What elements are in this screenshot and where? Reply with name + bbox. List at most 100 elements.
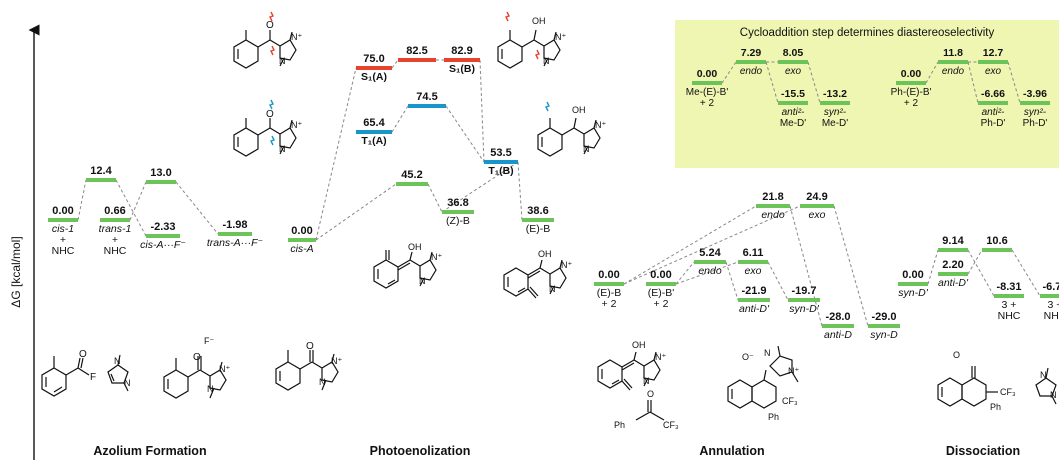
level-label: endo — [761, 209, 785, 221]
level-label: anti-D — [824, 329, 852, 341]
energy-value: 5.24 — [699, 247, 721, 259]
radical-arrow-icon — [269, 11, 274, 22]
radical-arrow-icon — [535, 49, 540, 60]
atom-label: Ph — [768, 412, 779, 422]
energy-level-bar — [396, 182, 428, 186]
energy-level-bar — [100, 218, 130, 222]
level-label: exo — [985, 66, 1002, 77]
atom-label: N — [207, 384, 214, 394]
atom-label: O — [266, 20, 274, 31]
connector-line — [77, 179, 87, 221]
level-label: NHC — [52, 245, 75, 257]
energy-level-bar — [692, 81, 722, 85]
structure-nhc-free — [1035, 367, 1057, 405]
energy-value: 0.00 — [902, 269, 923, 281]
energy-value: 9.14 — [942, 235, 964, 247]
atom-label: N⁺ — [431, 252, 442, 262]
atom-label: OH — [532, 16, 546, 26]
level-label: Ph-D' — [1023, 118, 1048, 129]
section-annulation: Annulation — [699, 444, 764, 458]
connector-line — [517, 161, 523, 221]
connector-line — [833, 205, 869, 327]
energy-level-bar — [994, 294, 1024, 298]
connector-line — [765, 61, 779, 104]
level-label: endo — [740, 66, 763, 77]
energy-value: 0.00 — [650, 269, 671, 281]
energy-level-bar — [442, 210, 474, 214]
level-label: cis-1 — [52, 223, 74, 235]
connector-line — [967, 249, 983, 275]
connector-line — [623, 205, 757, 285]
level-label: + — [112, 234, 118, 246]
radical-arrow-icon — [270, 135, 275, 146]
atom-label: CF₃ — [782, 396, 798, 406]
energy-value: 8.05 — [783, 47, 804, 59]
atom-label: N — [583, 144, 590, 154]
atom-label: O — [647, 389, 654, 399]
energy-value: 38.6 — [527, 205, 548, 217]
atom-label: N⁺ — [291, 120, 302, 130]
atom-label: N — [764, 348, 771, 358]
radical-arrow-icon — [270, 45, 275, 56]
energy-value: 0.66 — [104, 205, 125, 217]
level-label: syn-D' — [898, 287, 928, 299]
connector-line — [441, 161, 519, 213]
connector-line — [721, 61, 737, 84]
energy-value: 0.00 — [697, 68, 718, 80]
connector-line — [315, 67, 357, 241]
level-label: 3 + — [1048, 299, 1059, 311]
energy-value: 13.0 — [150, 167, 171, 179]
energy-level-bar — [978, 60, 1008, 64]
level-label: NHC — [998, 310, 1021, 322]
level-label: S₁(A) — [361, 71, 387, 83]
energy-value: 82.5 — [406, 45, 427, 57]
level-label: endo — [942, 66, 965, 77]
level-label: anti²- — [782, 107, 805, 118]
energy-level-bar — [738, 260, 768, 264]
level-label: cis-A···F⁻ — [140, 239, 186, 251]
atom-label: N — [319, 377, 326, 387]
y-axis-label: ΔG [kcal/mol] — [9, 236, 23, 307]
energy-level-bar — [398, 58, 436, 62]
level-label: exo — [745, 265, 762, 277]
level-label: endo — [698, 265, 722, 277]
level-label: Me-D' — [822, 118, 848, 129]
level-label: anti-D' — [938, 277, 969, 289]
energy-level-bar — [778, 101, 808, 105]
energy-value: 2.20 — [942, 259, 963, 271]
atom-label: N⁺ — [595, 120, 606, 130]
structure-acylfluoride — [41, 356, 90, 397]
energy-value: 75.0 — [363, 53, 384, 65]
energy-level-bar — [356, 130, 392, 134]
energy-value: -2.33 — [150, 221, 175, 233]
connector-line — [479, 59, 485, 163]
energy-value: 24.9 — [806, 191, 827, 203]
structure-t1b-biradical — [537, 117, 601, 157]
energy-value: 7.29 — [741, 47, 762, 59]
energy-value: 12.7 — [983, 47, 1004, 59]
connector-line — [767, 261, 789, 301]
level-label: Me-D' — [780, 118, 806, 129]
connector-line — [927, 249, 939, 285]
structure-s1b-biradical — [497, 29, 561, 69]
inset-title: Cycloaddition step determines diastereos… — [740, 27, 995, 39]
energy-level-bar — [484, 160, 518, 164]
energy-value: 45.2 — [401, 169, 422, 181]
connector-line — [1007, 61, 1021, 104]
connector-line — [427, 183, 443, 213]
level-label: (E)-B — [526, 223, 551, 235]
energy-level-bar — [822, 324, 854, 328]
energy-level-bar — [356, 66, 392, 70]
energy-value: 74.5 — [416, 91, 437, 103]
atom-label: O — [193, 352, 201, 363]
atom-label: N⁺ — [655, 352, 666, 362]
energy-value: -21.9 — [741, 285, 766, 297]
energy-level-bar — [146, 234, 180, 238]
energy-level-bar — [978, 101, 1008, 105]
level-label: (Z)-B — [446, 215, 470, 227]
energy-level-bar — [778, 60, 808, 64]
atom-label: O — [266, 109, 274, 120]
structure-t1a-biradical — [233, 118, 297, 157]
atom-label: N — [1050, 390, 1057, 400]
